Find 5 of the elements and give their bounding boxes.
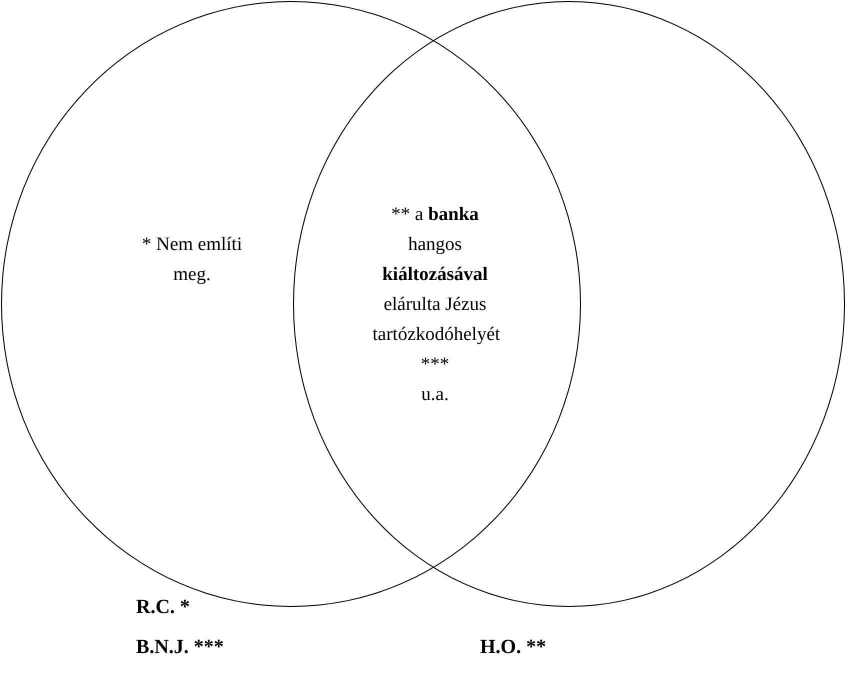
region-text: * Nem említi meg.: [140, 233, 244, 287]
region-text: ***: [420, 353, 450, 377]
region-text: u.a.: [420, 383, 450, 407]
venn-circle: [293, 1, 845, 607]
region-text: ** a banka hangos kiáltozásával elárulta Jézus tartózkodóhelyét: [372, 203, 498, 347]
